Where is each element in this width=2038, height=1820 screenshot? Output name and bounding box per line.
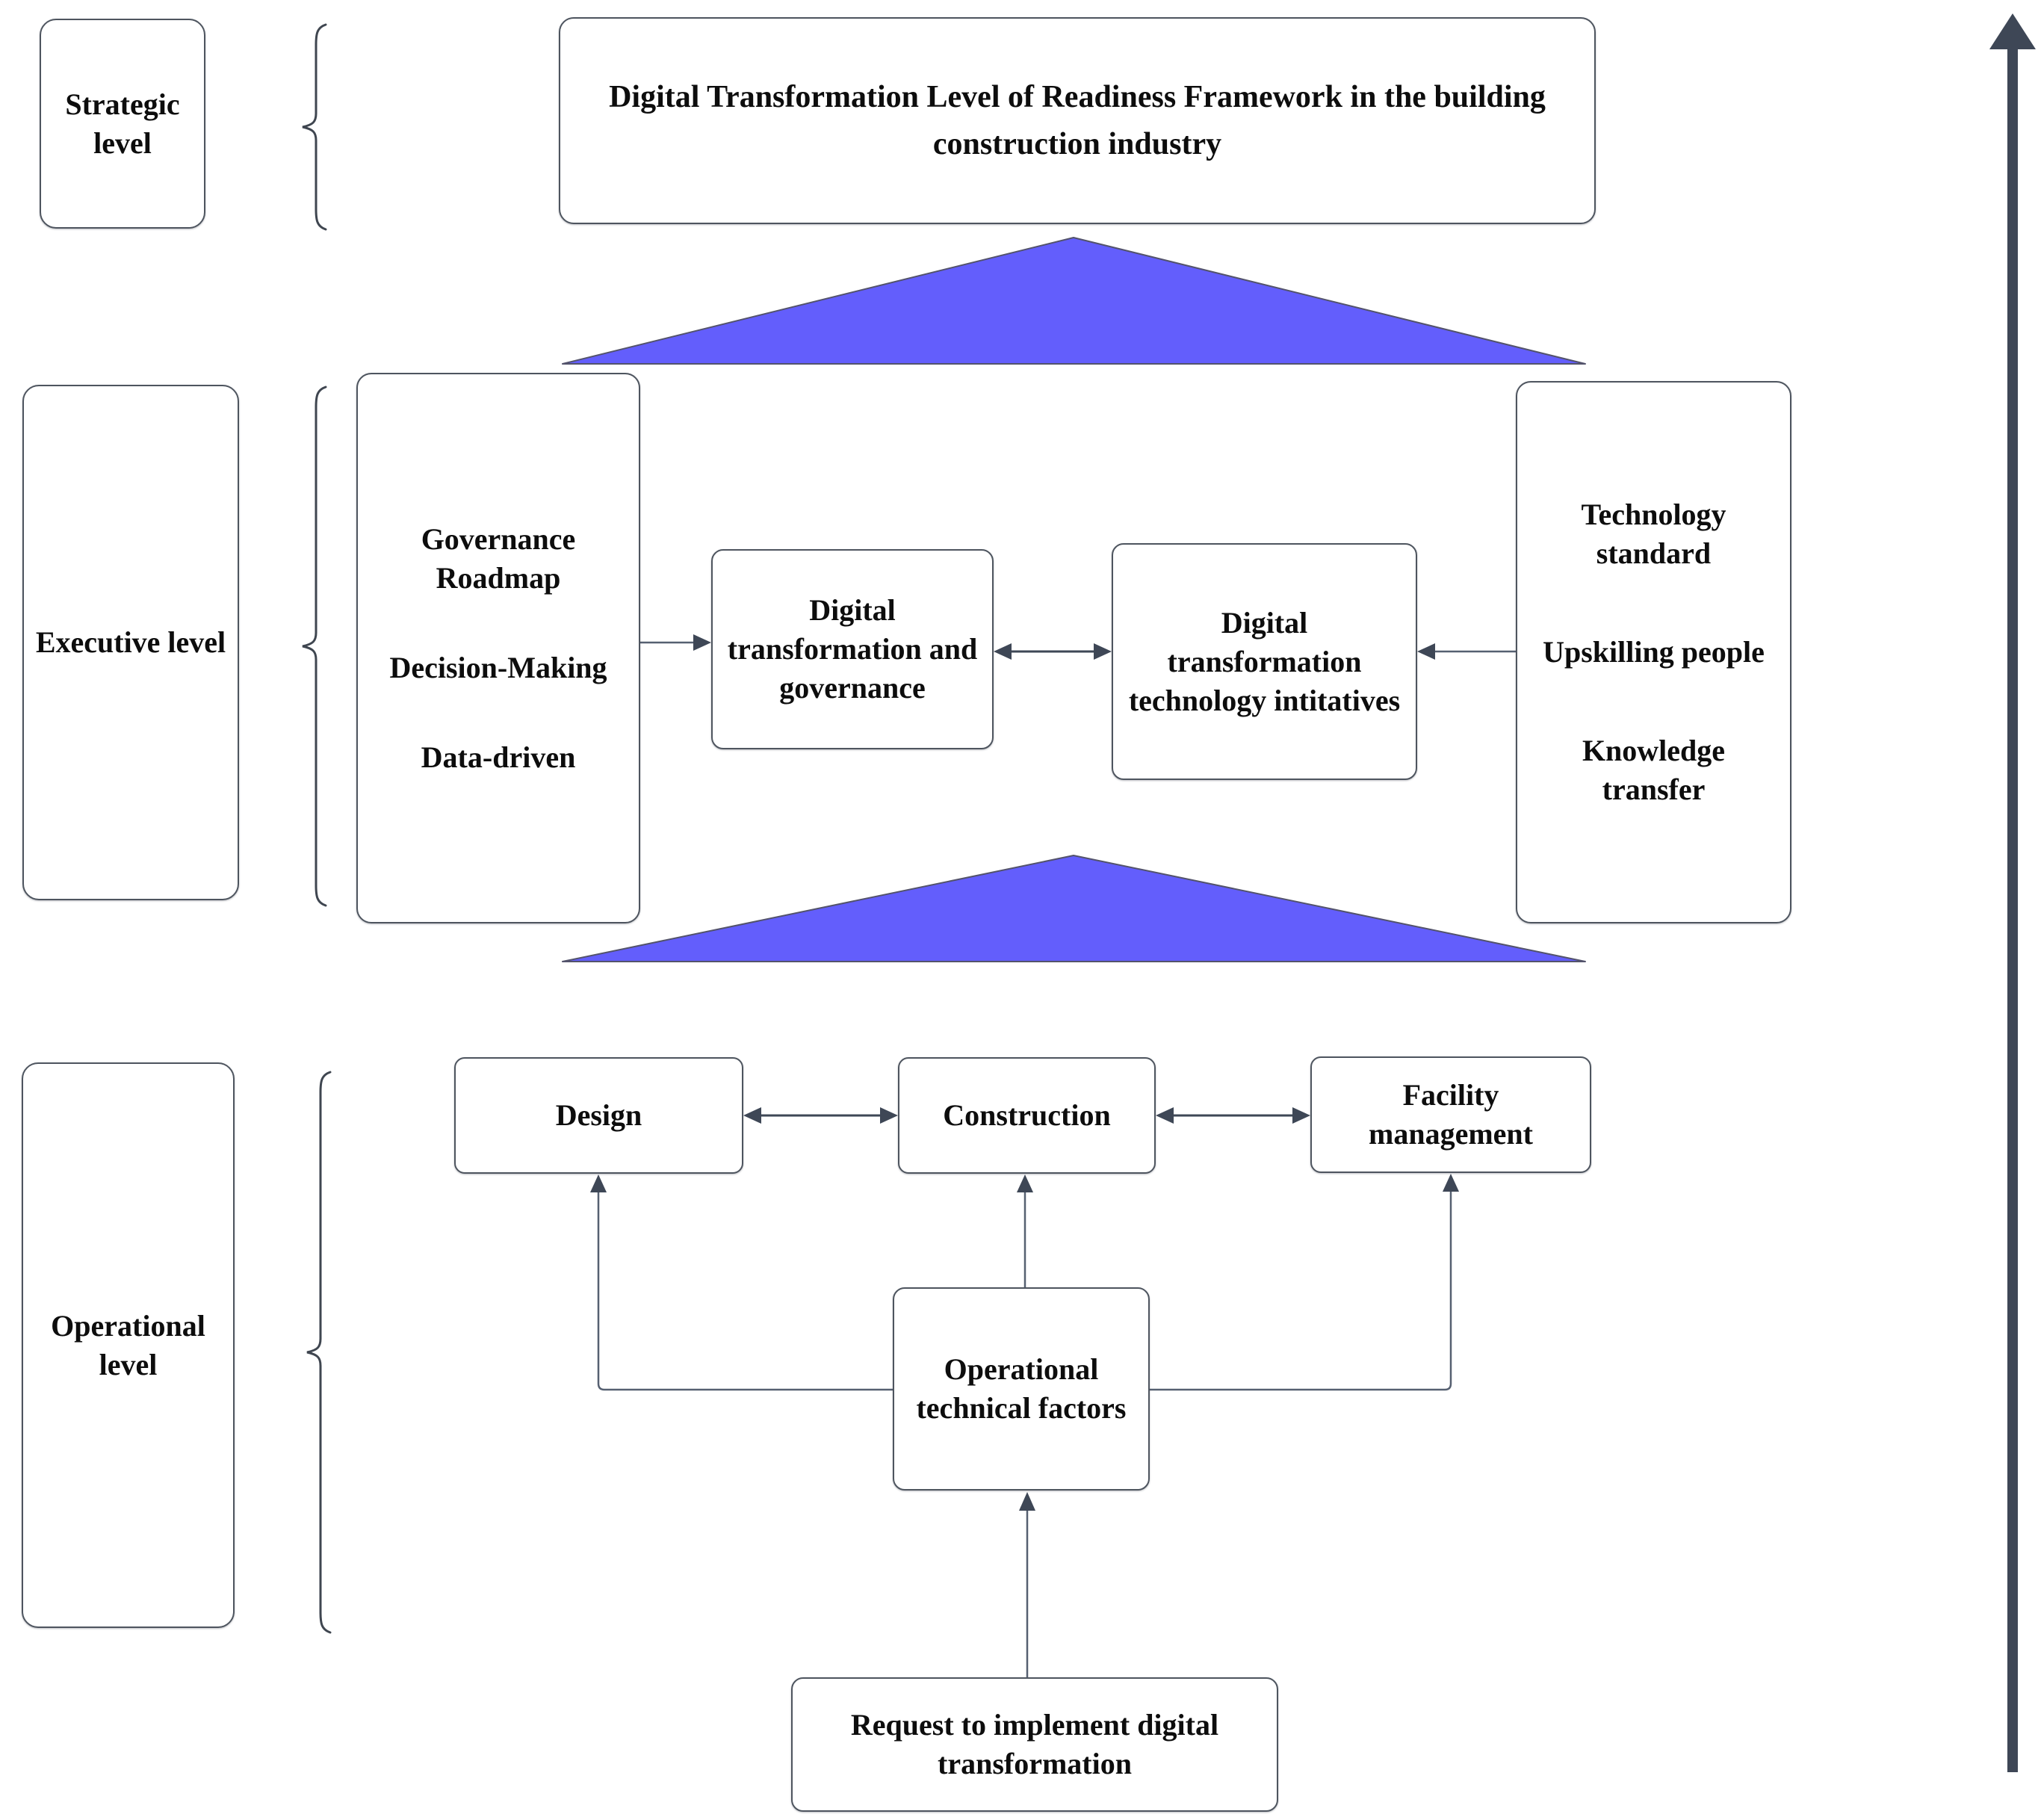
technology-enablers-box: Technology standard Upskilling people Kn… <box>1516 381 1791 923</box>
executive-level-label: Executive level <box>35 625 226 659</box>
enabler-knowledge-transfer: Knowledge transfer <box>1582 734 1726 806</box>
upward-triangle-executive <box>562 855 1586 962</box>
digital-transformation-governance-box: Digital transformation and governance <box>711 549 994 749</box>
arrow-enablers-to-dtti <box>1417 643 1516 660</box>
governance-pillar-decision-making: Decision-Making <box>389 650 607 684</box>
request-box: Request to implement digital transformat… <box>791 1677 1278 1812</box>
arrow-otf-to-design <box>590 1174 893 1391</box>
enabler-upskilling-people: Upskilling people <box>1543 635 1765 669</box>
design-box: Design <box>454 1057 743 1174</box>
digital-transformation-technology-initiatives-box: Digital transformation technology intita… <box>1112 543 1417 780</box>
arrow-construction-facility-bidirectional <box>1156 1107 1310 1124</box>
framework-title-box: Digital Transformation Level of Readines… <box>559 17 1596 224</box>
operational-level-box: Operational level <box>22 1062 235 1628</box>
strategic-level-label: Strategic level <box>65 87 180 160</box>
enabler-technology-standard: Technology standard <box>1581 498 1726 570</box>
strategic-level-brace <box>302 23 327 231</box>
arrow-governance-to-dtg <box>640 634 711 651</box>
construction-box: Construction <box>898 1057 1156 1174</box>
digital-transformation-technology-initiatives-label: Digital transformation technology intita… <box>1128 605 1401 717</box>
digital-transformation-governance-label: Digital transformation and governance <box>727 593 978 705</box>
governance-pillar-roadmap: Governance Roadmap <box>421 521 576 595</box>
governance-pillar-data-driven: Data-driven <box>421 740 576 774</box>
facility-management-label: Facility management <box>1369 1078 1533 1151</box>
request-label: Request to implement digital transformat… <box>850 1708 1219 1780</box>
design-label: Design <box>555 1098 642 1132</box>
maturity-direction-arrow <box>1989 13 2036 1772</box>
operational-technical-factors-label: Operational technical factors <box>916 1352 1127 1425</box>
executive-level-brace <box>302 386 327 907</box>
arrow-request-to-otf <box>1019 1492 1035 1677</box>
arrow-dtg-dtti-bidirectional <box>994 643 1112 660</box>
operational-level-label: Operational level <box>51 1308 205 1381</box>
arrow-otf-to-construction <box>1017 1174 1033 1287</box>
framework-title: Digital Transformation Level of Readines… <box>609 79 1546 161</box>
strategic-level-box: Strategic level <box>40 19 205 229</box>
arrow-design-construction-bidirectional <box>743 1107 898 1124</box>
facility-management-box: Facility management <box>1310 1056 1591 1173</box>
arrow-otf-to-facility <box>1150 1174 1459 1391</box>
construction-label: Construction <box>943 1098 1111 1132</box>
governance-pillars-box: Governance Roadmap Decision-Making Data-… <box>356 373 640 923</box>
executive-level-box: Executive level <box>22 385 239 900</box>
operational-level-brace <box>306 1071 332 1634</box>
upward-triangle-strategic <box>562 237 1586 365</box>
operational-technical-factors-box: Operational technical factors <box>893 1287 1150 1491</box>
